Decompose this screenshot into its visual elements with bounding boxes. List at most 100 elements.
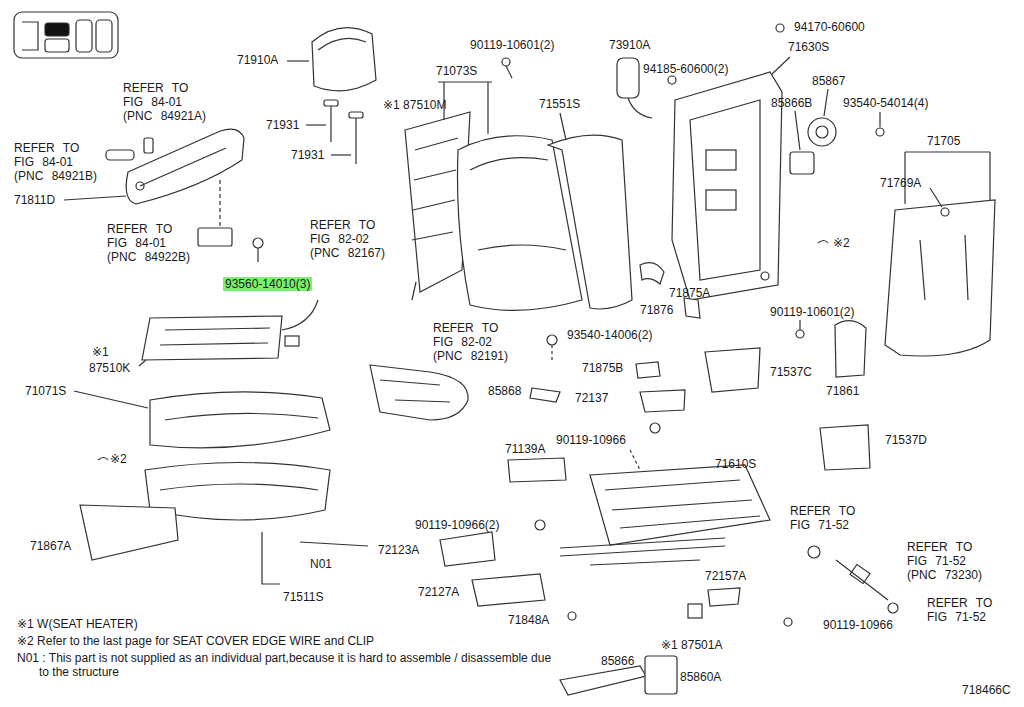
- part-outline: [636, 362, 660, 378]
- part-outline: [776, 24, 784, 32]
- reference-note: REFER TO FIG 82-02 (PNC 82191): [433, 321, 520, 363]
- part-outline: [617, 58, 639, 98]
- part-outline: [140, 148, 226, 186]
- part-outline: [257, 248, 258, 262]
- part-outline: [139, 360, 146, 366]
- part-outline: [706, 190, 736, 210]
- part-outline: [74, 391, 148, 408]
- part-outline: [80, 505, 178, 560]
- part-outline: [784, 618, 792, 626]
- part-outline: [568, 612, 576, 620]
- callout-number: 71848A: [508, 613, 549, 627]
- callout-number: 94170-60600: [794, 20, 865, 34]
- callout-number: 90119-10601(2): [770, 305, 855, 319]
- callout-number: 71811D: [14, 193, 55, 207]
- callout-number: 71875B: [582, 361, 623, 375]
- callout-number: 72123A: [378, 543, 419, 557]
- part-outline: [106, 150, 134, 160]
- part-outline: [668, 76, 676, 84]
- callout-number: 71769A: [880, 176, 921, 190]
- part-outline: [349, 112, 363, 118]
- callout-number: 90119-10966: [556, 433, 626, 447]
- part-outline: [160, 484, 318, 490]
- callout-number: 71537D: [885, 433, 927, 447]
- part-outline: [690, 100, 760, 280]
- callout-number: 71931: [266, 118, 299, 132]
- callout-number: 73910A: [609, 38, 650, 52]
- part-outline: [885, 200, 995, 356]
- callout-number: N01: [310, 557, 332, 571]
- part-outline: [508, 458, 566, 482]
- callout-number: 71931: [291, 148, 324, 162]
- part-outline: [330, 106, 331, 142]
- callout-number: 71537C: [770, 365, 812, 379]
- part-outline: [150, 392, 330, 448]
- callout-number: 71705: [927, 134, 960, 148]
- part-outline: [142, 316, 282, 360]
- callout-number: ※1: [92, 345, 109, 359]
- part-outline: [355, 118, 356, 164]
- part-outline: [605, 480, 760, 528]
- callout-number: 90119-10601(2): [470, 38, 555, 52]
- part-outline: [551, 345, 552, 360]
- part-outline: [708, 588, 740, 606]
- part-outline: [816, 126, 828, 138]
- callout-number: 72127A: [418, 585, 459, 599]
- reference-note: REFER TO FIG 71-52 (PNC 73230): [907, 540, 994, 582]
- part-outline: [630, 450, 640, 470]
- part-outline: [126, 129, 244, 204]
- callout-number: 71511S: [283, 590, 323, 604]
- part-outline: [312, 28, 376, 91]
- part-outline: [820, 425, 870, 470]
- part-outline: [198, 228, 232, 246]
- part-outline: [306, 124, 326, 125]
- part-outline: [799, 320, 800, 330]
- callout-number: 71551S: [539, 97, 580, 111]
- part-outline: [640, 263, 664, 284]
- part-outline: [560, 538, 725, 565]
- part-outline: [836, 560, 888, 600]
- part-outline: [144, 138, 153, 153]
- part-outline: [876, 128, 884, 136]
- part-outline: [560, 113, 566, 140]
- part-outline: [45, 39, 69, 52]
- callout-number: 90119-10966(2): [415, 518, 500, 532]
- reference-note: REFER TO FIG 71-52: [790, 504, 877, 532]
- part-outline: [160, 328, 270, 345]
- part-outline: [808, 118, 836, 146]
- part-outline: [506, 66, 512, 78]
- part-outline: [96, 20, 112, 52]
- part-outline: [165, 413, 318, 420]
- callout-number: 72157A: [705, 569, 746, 583]
- callout-number: 90119-10966: [823, 618, 893, 632]
- part-outline: [136, 182, 144, 190]
- reference-note: REFER TO FIG 71-52: [927, 596, 1014, 624]
- callout-number: 85867: [812, 74, 845, 88]
- callout-number: 94185-60600(2): [643, 62, 728, 76]
- part-outline: [672, 72, 782, 300]
- callout-number: 71876: [640, 303, 673, 317]
- part-outline: [472, 574, 545, 606]
- callout-number: 72137: [575, 391, 608, 405]
- reference-note: REFER TO FIG 84-01 (PNC 84921B): [14, 141, 101, 183]
- part-outline: [761, 272, 769, 280]
- part-outline: [560, 666, 646, 695]
- part-outline: [772, 57, 790, 74]
- part-outline: [808, 546, 820, 558]
- part-outline: [98, 458, 108, 461]
- part-outline: [440, 532, 495, 566]
- seat-position-icon: [14, 12, 118, 58]
- callout-number: ※2 Refer to the last page for SEAT COVER…: [17, 634, 374, 648]
- part-outline: [412, 138, 458, 240]
- part-outline: [22, 22, 38, 50]
- part-outline: [888, 603, 898, 613]
- callout-number: 71630S: [788, 40, 829, 54]
- part-outline: [850, 564, 870, 583]
- part-outline: [684, 298, 700, 318]
- callout-number: ※1 87510M: [383, 98, 446, 112]
- part-outline: [14, 12, 118, 58]
- part-outline: [941, 208, 949, 216]
- part-outline: [412, 282, 416, 300]
- part-outline: [628, 98, 652, 118]
